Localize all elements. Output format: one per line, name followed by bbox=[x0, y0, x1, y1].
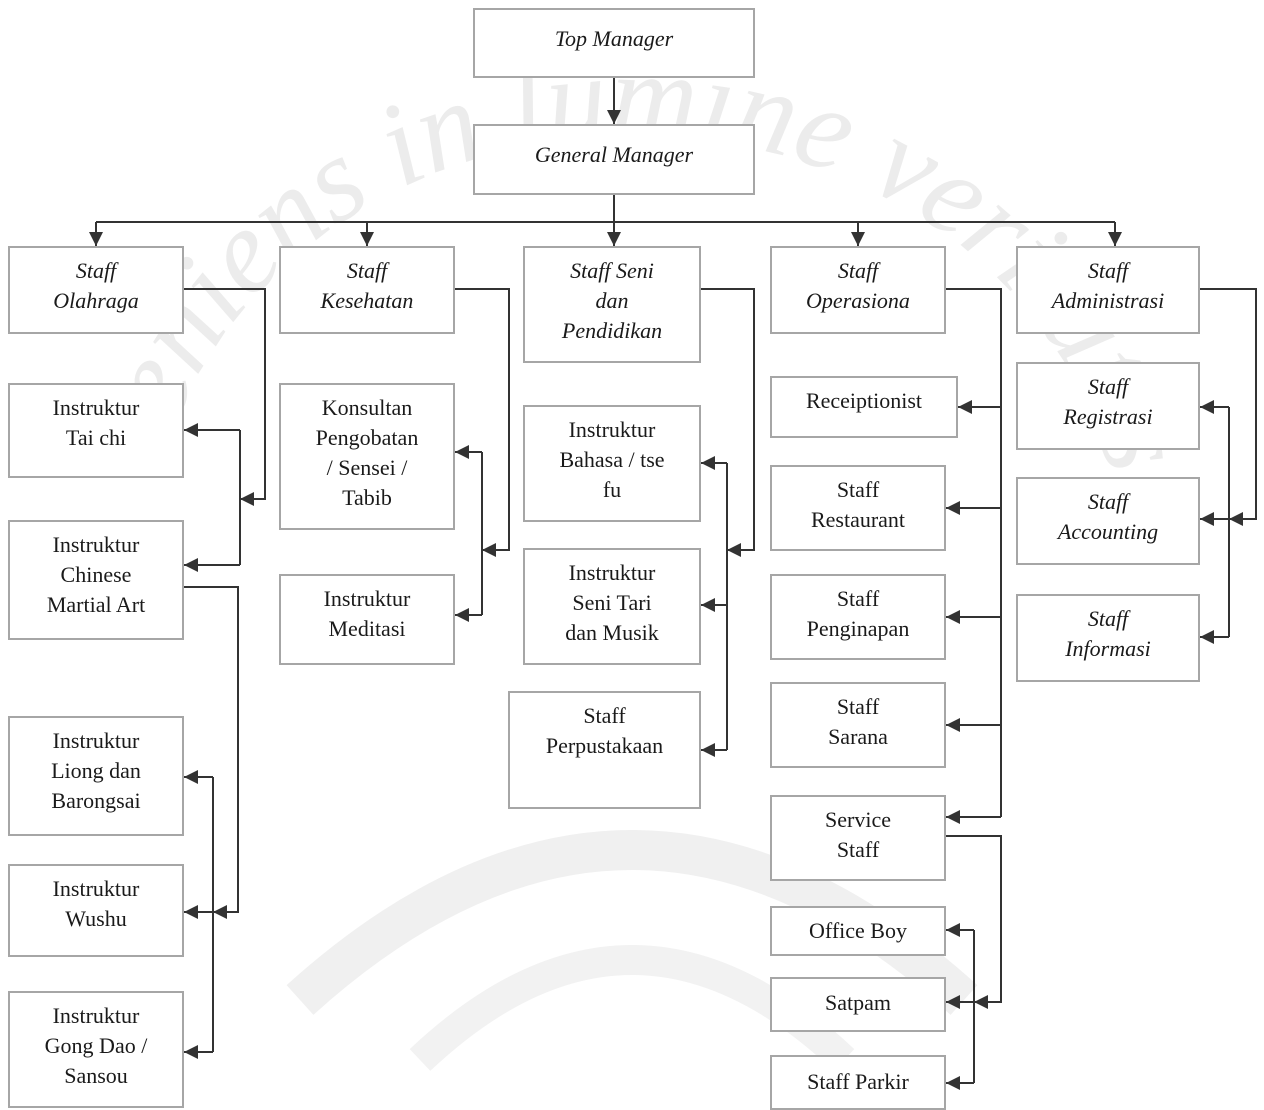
node-staff-seni-pendidikan: Staff Seni dan Pendidikan bbox=[523, 246, 701, 363]
node-instruktur-liong-barongsai: Instruktur Liong dan Barongsai bbox=[8, 716, 184, 836]
node-receiptionist: Receiptionist bbox=[770, 376, 958, 438]
node-service-staff: Service Staff bbox=[770, 795, 946, 881]
node-staff-parkir: Staff Parkir bbox=[770, 1055, 946, 1110]
node-staff-olahraga: Staff Olahraga bbox=[8, 246, 184, 334]
node-staff-administrasi: Staff Administrasi bbox=[1016, 246, 1200, 334]
node-general-manager: General Manager bbox=[473, 124, 755, 195]
node-instruktur-chinese-martial-art: Instruktur Chinese Martial Art bbox=[8, 520, 184, 640]
node-instruktur-bahasa: Instruktur Bahasa / tse fu bbox=[523, 405, 701, 522]
node-staff-informasi: Staff Informasi bbox=[1016, 594, 1200, 682]
node-staff-accounting: Staff Accounting bbox=[1016, 477, 1200, 565]
node-instruktur-meditasi: Instruktur Meditasi bbox=[279, 574, 455, 665]
node-staff-operasional: Staff Operasiona bbox=[770, 246, 946, 334]
node-top-manager: Top Manager bbox=[473, 8, 755, 78]
node-staff-penginapan: Staff Penginapan bbox=[770, 574, 946, 660]
node-office-boy: Office Boy bbox=[770, 906, 946, 956]
node-instruktur-gong-dao: Instruktur Gong Dao / Sansou bbox=[8, 991, 184, 1108]
node-instruktur-seni-tari: Instruktur Seni Tari dan Musik bbox=[523, 548, 701, 665]
node-staff-registrasi: Staff Registrasi bbox=[1016, 362, 1200, 450]
node-staff-restaurant: Staff Restaurant bbox=[770, 465, 946, 551]
node-staff-perpustakaan: Staff Perpustakaan bbox=[508, 691, 701, 809]
node-staff-kesehatan: Staff Kesehatan bbox=[279, 246, 455, 334]
node-instruktur-wushu: Instruktur Wushu bbox=[8, 864, 184, 957]
node-konsultan-pengobatan: Konsultan Pengobatan / Sensei / Tabib bbox=[279, 383, 455, 530]
node-instruktur-tai-chi: Instruktur Tai chi bbox=[8, 383, 184, 478]
node-satpam: Satpam bbox=[770, 977, 946, 1032]
node-staff-sarana: Staff Sarana bbox=[770, 682, 946, 768]
